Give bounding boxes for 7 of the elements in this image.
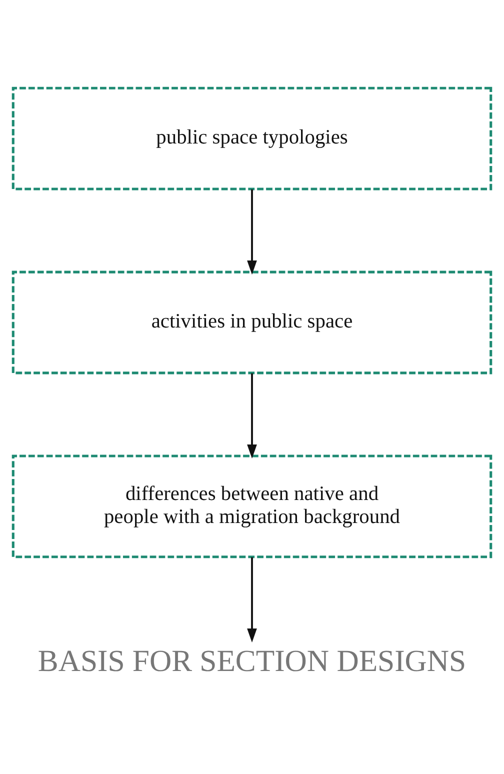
node-box: public space typologies <box>12 86 492 190</box>
node-text: BASIS FOR SECTION DESIGNS <box>38 644 466 678</box>
node-box: differences between native and people with a migration background <box>12 454 492 558</box>
arrow <box>247 373 257 459</box>
arrow <box>247 557 257 643</box>
node-box: activities in public space <box>12 270 492 374</box>
arrow <box>247 189 257 275</box>
